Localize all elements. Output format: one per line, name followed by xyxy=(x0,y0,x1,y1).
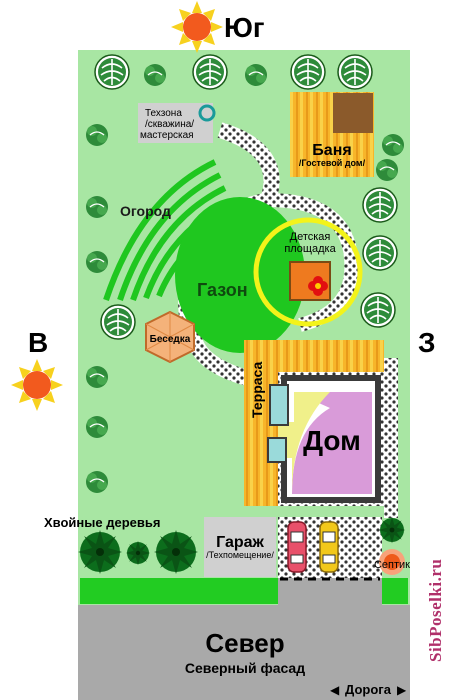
gazebo-label: Беседка xyxy=(150,334,191,345)
tree-icon xyxy=(290,54,326,90)
house-door xyxy=(267,437,287,463)
lawn-label: Газон xyxy=(197,280,248,300)
road-arrow-left: ◀ xyxy=(330,683,340,697)
garage-box xyxy=(204,517,276,577)
tech-zone-line-1: Техзона xyxy=(145,108,182,119)
conifer-icon xyxy=(125,540,151,566)
bush-icon xyxy=(85,415,109,439)
house-hall xyxy=(278,392,330,494)
bush-icon xyxy=(85,123,109,147)
direction-north: Север xyxy=(205,628,284,658)
house-label: Дом xyxy=(303,425,361,456)
sun-icon xyxy=(171,1,223,53)
house-side-hatch xyxy=(384,358,398,518)
bush-icon xyxy=(375,158,399,182)
north-facade-label: Северный фасад xyxy=(185,660,305,676)
playground-ring xyxy=(253,217,363,327)
flower-icon xyxy=(308,276,328,296)
bathhouse-label: Баня xyxy=(312,142,351,159)
house-window xyxy=(269,384,289,426)
bush-icon xyxy=(85,250,109,274)
tree-icon xyxy=(360,292,396,328)
playground-sandbox xyxy=(289,261,331,301)
bathhouse-roof xyxy=(333,93,373,133)
garage-sub-label: /Техпомещение/ xyxy=(206,550,274,560)
gate-strip xyxy=(278,578,382,605)
bush-icon xyxy=(381,133,405,157)
well-icon xyxy=(198,104,216,122)
road-arrow-right: ▶ xyxy=(397,683,407,697)
direction-west: З xyxy=(418,327,436,358)
garden-label: Огород xyxy=(120,203,171,219)
bush-icon xyxy=(85,470,109,494)
septic-label: Септик xyxy=(374,559,410,571)
septic-tank xyxy=(384,554,400,570)
watermark: SibPoselki.ru xyxy=(426,558,445,662)
conifer-icon xyxy=(154,530,198,574)
terrace-label: Терраса xyxy=(249,362,265,418)
tree-icon xyxy=(337,54,373,90)
bush-icon xyxy=(85,195,109,219)
tree-icon xyxy=(362,235,398,271)
conifer-icon xyxy=(78,530,122,574)
sun-icon xyxy=(11,359,63,411)
tech-zone-line-3: мастерская xyxy=(140,130,194,141)
tree-icon xyxy=(100,304,136,340)
tree-icon xyxy=(94,54,130,90)
tech-zone-line-2: /скважина/ xyxy=(145,119,194,130)
gravel-ring xyxy=(267,193,359,332)
road-label: Дорога xyxy=(345,682,392,697)
bush-icon xyxy=(85,365,109,389)
guest-house-label: /Гостевой дом/ xyxy=(299,158,366,168)
conifers-label: Хвойные деревья xyxy=(44,515,160,530)
garage-label: Гараж xyxy=(216,534,264,551)
road-area xyxy=(78,605,410,700)
hedge-right xyxy=(382,578,408,604)
conifer-icon xyxy=(378,516,406,544)
tree-icon xyxy=(192,54,228,90)
bush-icon xyxy=(244,63,268,87)
bush-icon xyxy=(143,63,167,87)
direction-south: Юг xyxy=(224,12,265,43)
hedge-left xyxy=(80,578,278,604)
car-red xyxy=(287,521,307,573)
playground-line-1: Детская xyxy=(290,231,331,243)
tree-icon xyxy=(362,187,398,223)
car-yellow xyxy=(319,521,339,573)
house-floor xyxy=(292,392,372,494)
playground-line-2: площадка xyxy=(284,243,336,255)
direction-east: В xyxy=(28,327,48,358)
